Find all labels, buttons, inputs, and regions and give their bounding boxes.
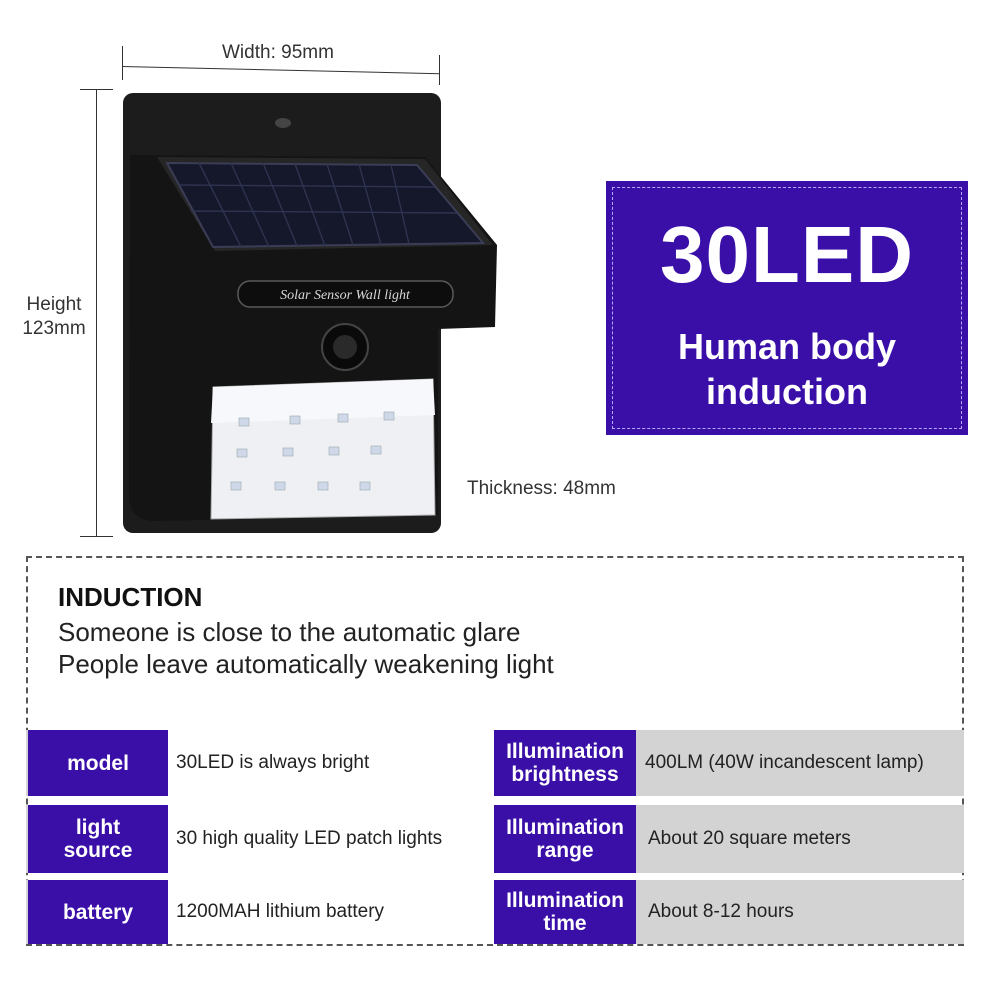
height-label: Height 123mm	[22, 294, 86, 339]
thickness-label: Thickness: 48mm	[467, 478, 616, 499]
spec-value: 30 high quality LED patch lights	[168, 805, 496, 873]
panel-label: Solar Sensor Wall light	[280, 288, 411, 303]
height-dimension-line	[96, 89, 97, 537]
induction-line-1: Someone is close to the automatic glare	[58, 617, 521, 647]
spec-value: 30LED is always bright	[168, 730, 496, 796]
badge-subtitle: Human body induction	[677, 326, 896, 412]
spec-value: About 20 square meters	[648, 828, 851, 849]
spec-row-light-source: light source 30 high quality LED patch l…	[26, 805, 964, 873]
spec-label: battery	[28, 880, 168, 944]
solar-wall-light-image: Solar Sensor Wall light	[123, 93, 497, 533]
spec-label: Illumination range	[494, 805, 636, 873]
led-count-badge: 30LED Human body induction	[606, 181, 968, 435]
width-label: Width: 95mm	[222, 42, 334, 63]
spec-row-battery: battery 1200MAH lithium battery Illumina…	[26, 880, 964, 944]
spec-label: light source	[28, 805, 168, 873]
width-tick-right	[439, 55, 440, 85]
height-tick-bottom	[80, 536, 113, 537]
spec-value: 400LM (40W incandescent lamp)	[645, 752, 924, 773]
spec-label: Illumination time	[494, 880, 636, 944]
spec-value: 1200MAH lithium battery	[168, 880, 496, 944]
spec-row-model: model 30LED is always bright Illuminatio…	[26, 730, 964, 796]
badge-title: 30LED	[660, 210, 914, 299]
badge-dashed-border	[612, 187, 962, 429]
height-tick-top	[80, 89, 113, 90]
induction-line-2: People leave automatically weakening lig…	[58, 649, 554, 679]
spec-value: About 8-12 hours	[648, 901, 794, 922]
spec-label: Illumination brightness	[494, 730, 636, 796]
spec-label: model	[28, 730, 168, 796]
width-tick-left	[122, 46, 123, 80]
induction-title: INDUCTION	[58, 582, 203, 612]
width-dimension-line	[121, 66, 440, 75]
